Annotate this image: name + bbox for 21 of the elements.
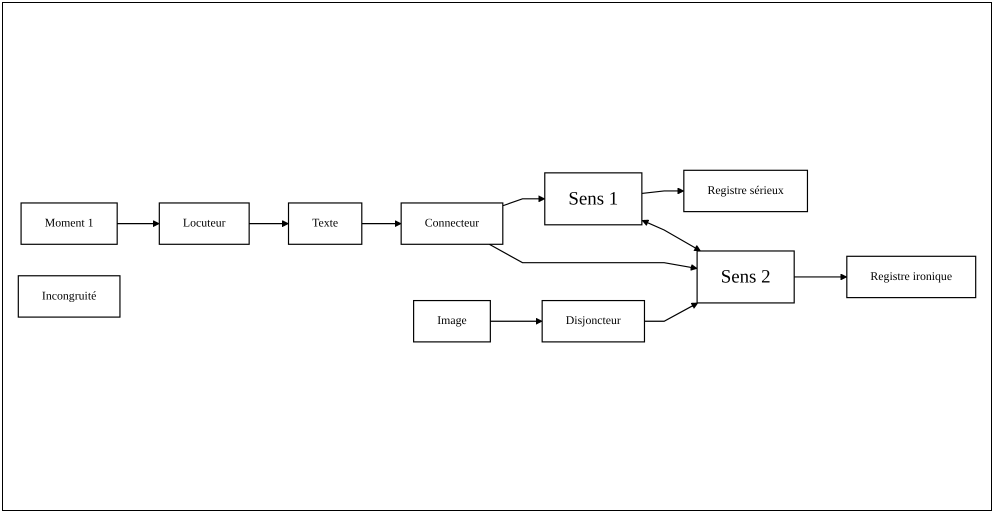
node-box [400, 202, 504, 246]
node-box [288, 202, 362, 246]
node-box [683, 170, 808, 213]
arrow [794, 274, 848, 281]
arrow [644, 303, 698, 322]
arrow [362, 220, 402, 228]
arrow [117, 220, 160, 228]
node-box [846, 256, 976, 299]
node-box [542, 300, 646, 343]
node-box [158, 202, 250, 246]
arrow [249, 220, 289, 228]
arrow [502, 196, 546, 207]
node-box [20, 202, 118, 246]
arrow [642, 188, 684, 195]
node-box [696, 250, 795, 304]
node-box [18, 276, 121, 318]
arrow [488, 244, 698, 272]
arrow [490, 318, 542, 326]
node-box [413, 300, 491, 343]
arrow [642, 220, 701, 252]
node-box [544, 172, 642, 226]
